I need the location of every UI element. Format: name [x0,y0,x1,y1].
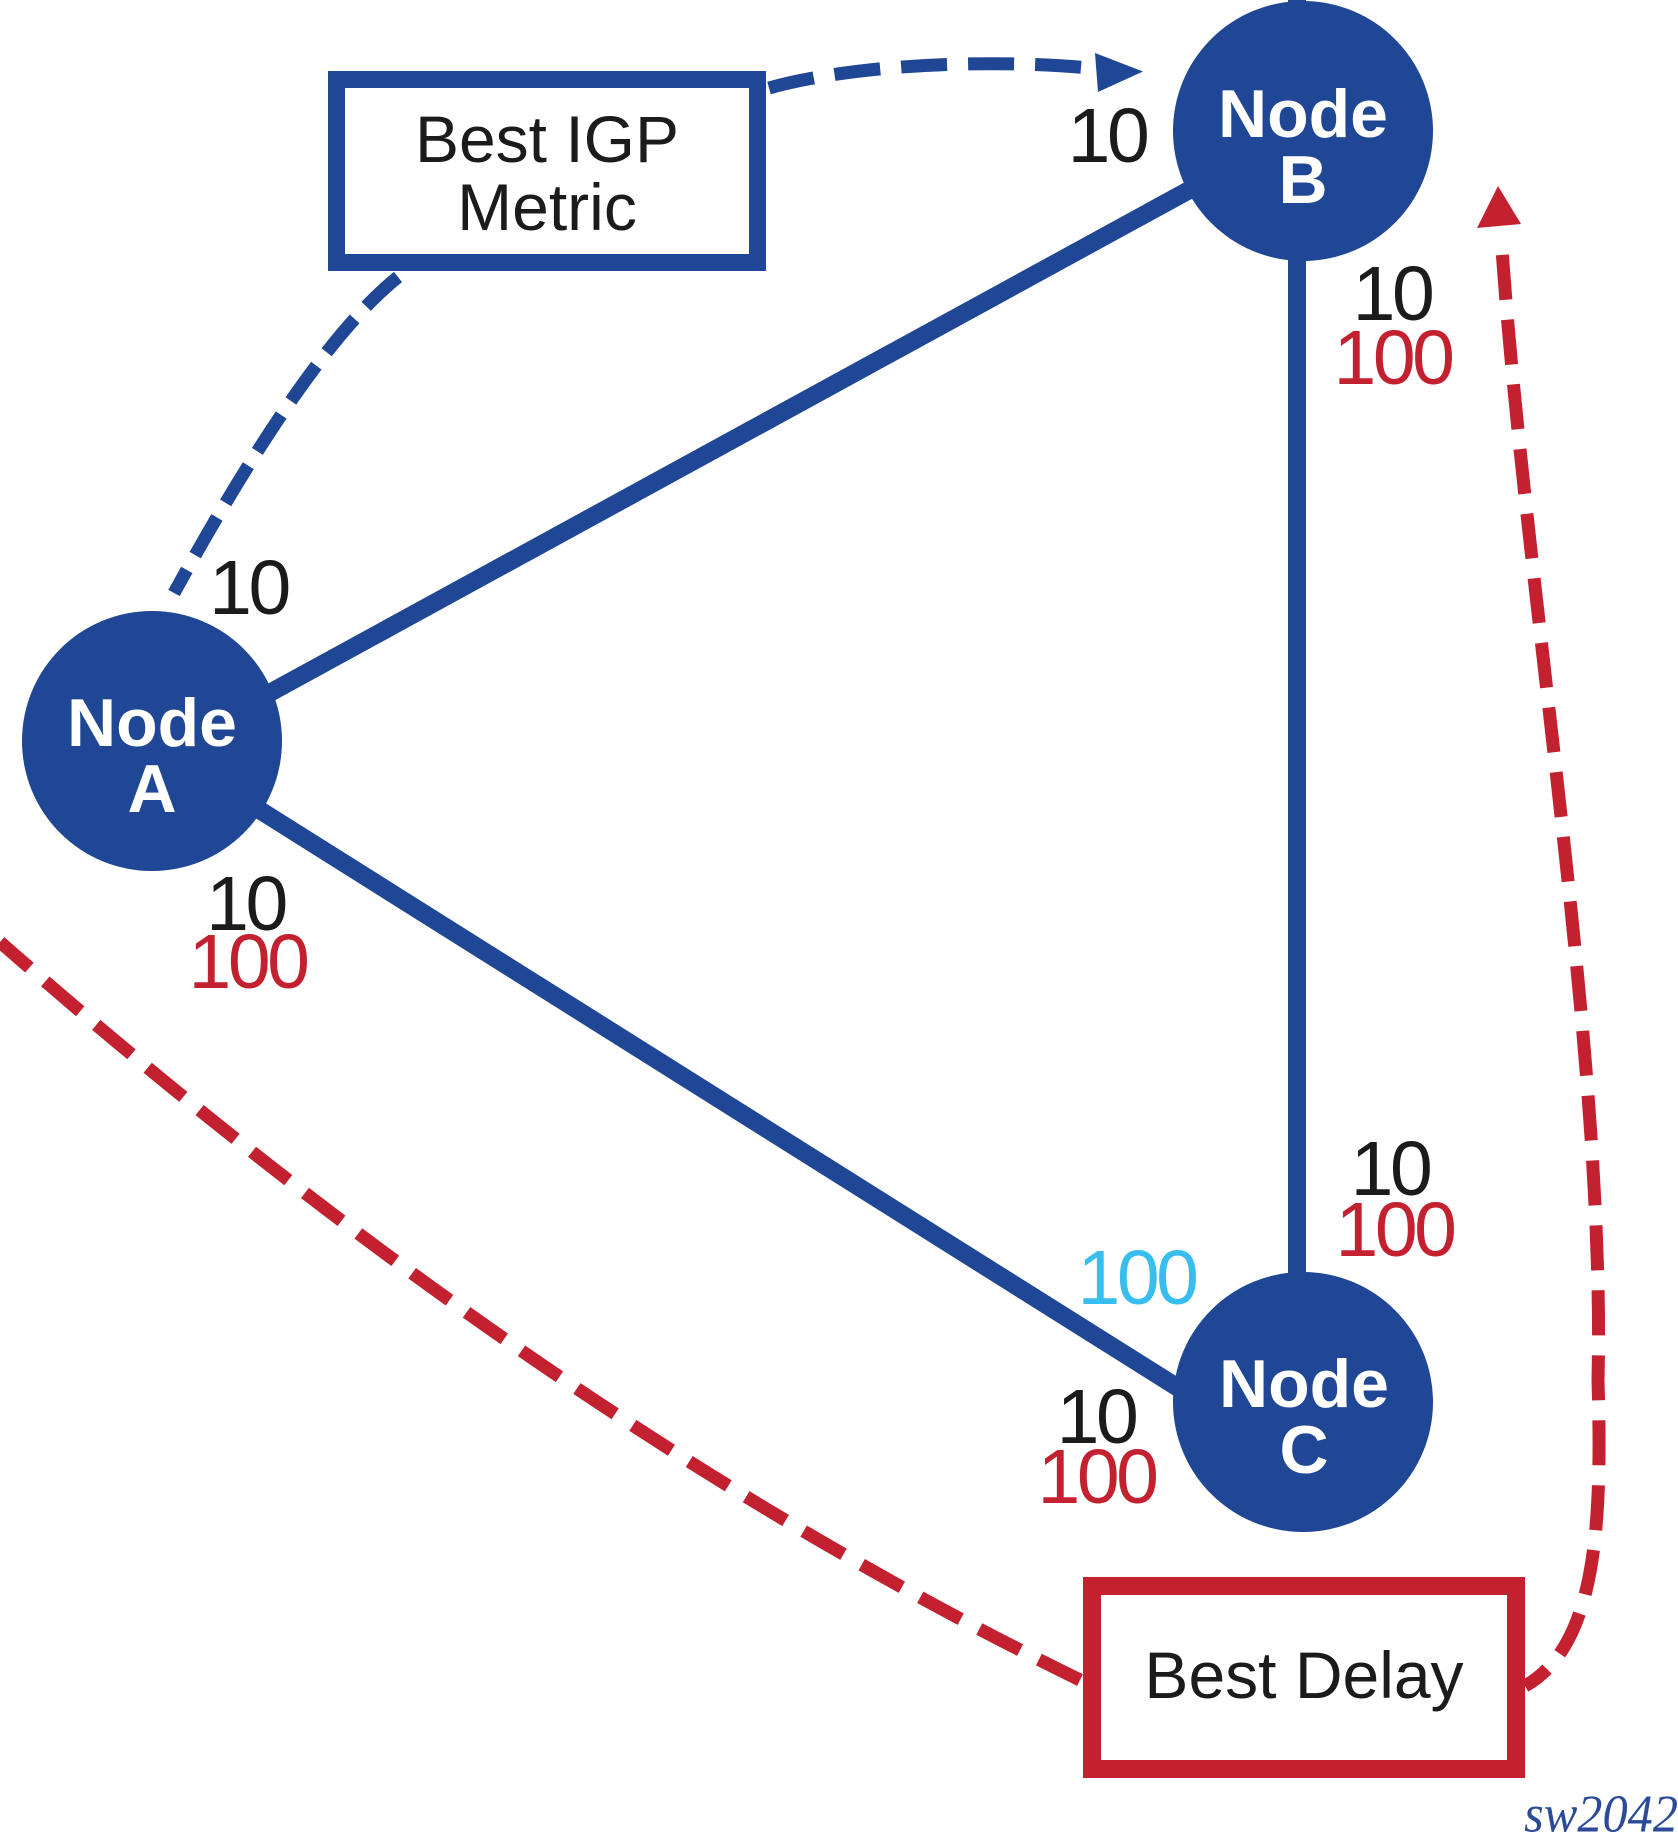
svg-text:100: 100 [1336,1187,1455,1273]
svg-text:10: 10 [206,861,285,947]
svg-text:100: 100 [189,919,308,1005]
svg-text:A: A [127,751,176,827]
svg-text:10: 10 [209,545,288,631]
svg-text:Node: Node [67,685,237,761]
svg-text:10: 10 [1057,1374,1136,1460]
svg-text:100: 100 [1078,1235,1197,1321]
svg-text:C: C [1279,1412,1328,1488]
svg-text:100: 100 [1334,315,1453,401]
svg-text:100: 100 [1038,1434,1157,1520]
svg-text:Best Delay: Best Delay [1144,1638,1463,1712]
svg-text:sw2042: sw2042 [1524,1785,1678,1843]
svg-text:Node: Node [1219,1346,1389,1422]
svg-text:B: B [1278,142,1327,218]
svg-text:10: 10 [1351,1126,1430,1212]
svg-text:Metric: Metric [457,170,637,244]
svg-text:Node: Node [1218,76,1388,152]
svg-text:Best IGP: Best IGP [415,102,679,176]
svg-text:10: 10 [1353,251,1432,337]
svg-text:10: 10 [1068,93,1147,179]
